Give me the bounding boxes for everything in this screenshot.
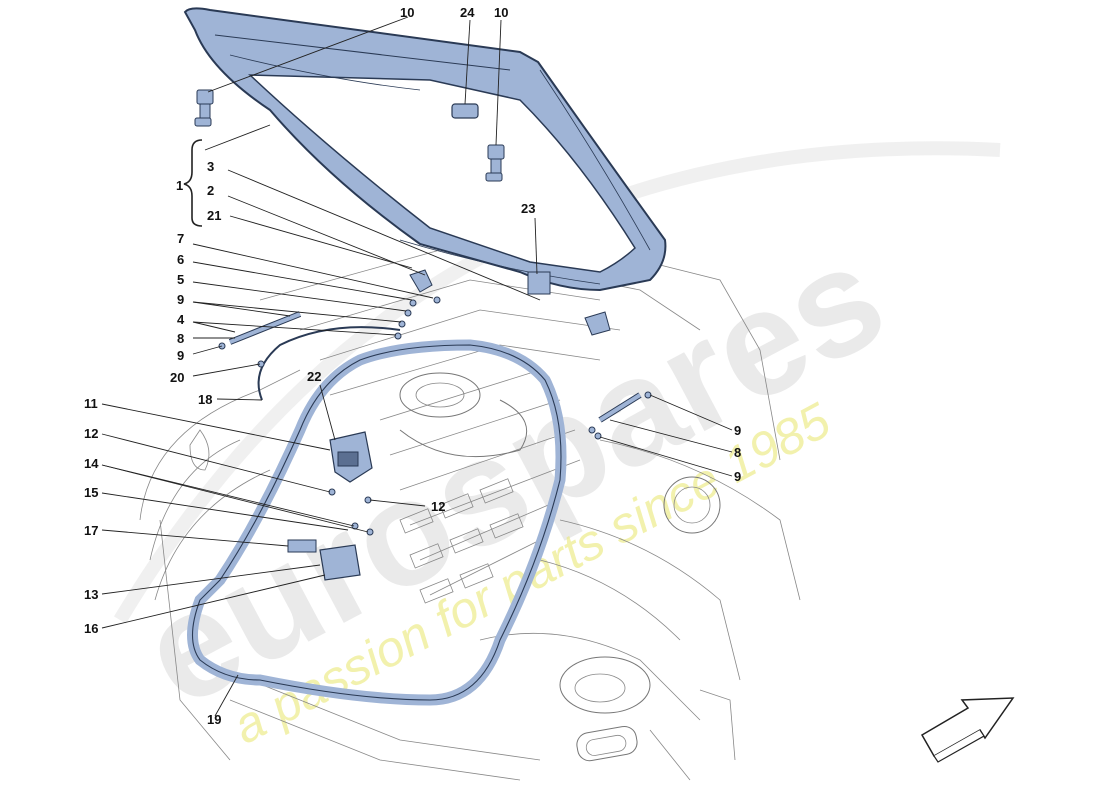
floor-slots <box>399 478 524 604</box>
bolt <box>433 296 441 304</box>
latch-striker <box>319 544 361 581</box>
callout-8: 8 <box>177 331 184 346</box>
group-bracket <box>183 139 203 227</box>
callout-6: 6 <box>177 252 184 267</box>
callout-5: 5 <box>177 272 184 287</box>
callout-22: 22 <box>307 369 321 384</box>
callout-labels: 10 24 10 1 3 2 21 23 7 6 5 9 4 8 9 20 22… <box>84 5 741 727</box>
callout-18: 18 <box>198 392 212 407</box>
callout-10: 10 <box>494 5 508 20</box>
exhaust-tip-sketch <box>576 725 638 762</box>
callout-15: 15 <box>84 485 98 500</box>
callout-23: 23 <box>521 201 535 216</box>
front-direction-arrow <box>920 697 1015 763</box>
trunk-seal <box>187 339 567 706</box>
bumper-pad <box>287 539 317 553</box>
callout-3: 3 <box>207 159 214 174</box>
callout-11: 11 <box>84 396 98 411</box>
bolt <box>588 426 596 434</box>
emblem-panel <box>451 103 479 119</box>
bolt <box>394 332 402 340</box>
leader-lines <box>101 16 733 717</box>
trim-clip-right <box>485 144 505 182</box>
label-plate <box>527 271 551 295</box>
callout-21: 21 <box>207 208 221 223</box>
callout-9: 9 <box>734 469 741 484</box>
small-parts <box>194 89 652 581</box>
fuel-cap-sketch <box>663 476 721 534</box>
callout-19: 19 <box>207 712 221 727</box>
release-cable <box>257 326 401 401</box>
hinge-left <box>409 269 433 293</box>
callout-24: 24 <box>460 5 475 20</box>
bolt <box>409 299 417 307</box>
callout-16: 16 <box>84 621 98 636</box>
callout-4: 4 <box>177 312 185 327</box>
trim-clip-left <box>194 89 214 127</box>
tailgate-panel <box>183 7 667 292</box>
callout-14: 14 <box>84 456 99 471</box>
callout-8: 8 <box>734 445 741 460</box>
callout-9: 9 <box>734 423 741 438</box>
callout-2: 2 <box>207 183 214 198</box>
callout-12: 12 <box>431 499 445 514</box>
watermark-brand: eurospares <box>116 210 909 738</box>
callout-7: 7 <box>177 231 184 246</box>
callout-9: 9 <box>177 348 184 363</box>
callout-1: 1 <box>176 178 183 193</box>
bolt <box>398 320 406 328</box>
callout-13: 13 <box>84 587 98 602</box>
hinge-right <box>584 311 611 336</box>
tail-lamp-sketch <box>559 656 651 714</box>
callout-9: 9 <box>177 292 184 307</box>
callout-12: 12 <box>84 426 98 441</box>
callout-20: 20 <box>170 370 184 385</box>
bolt <box>594 432 602 440</box>
callout-10: 10 <box>400 5 414 20</box>
callout-17: 17 <box>84 523 98 538</box>
bolt <box>404 309 412 317</box>
